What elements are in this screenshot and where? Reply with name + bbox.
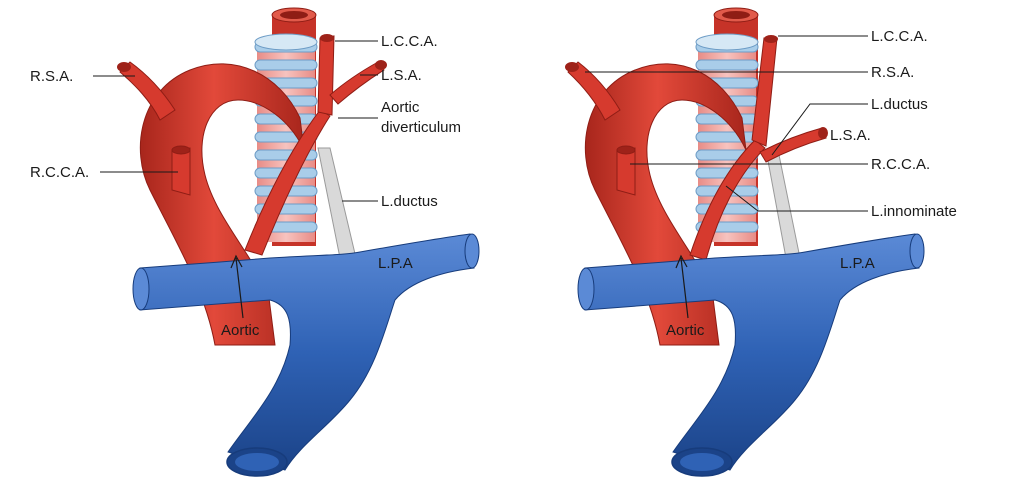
right-panel: L.C.C.A. R.S.A. L.ductus L.S.A. R.C.C.A.…: [565, 8, 957, 476]
label-rsa: R.S.A.: [871, 64, 914, 81]
label-aortic: Aortic: [666, 322, 705, 339]
label-lsa: L.S.A.: [830, 127, 871, 144]
label-ductus: L.ductus: [381, 193, 438, 210]
left-panel: R.S.A. L.C.C.A. L.S.A. Aortic diverticul…: [30, 8, 479, 476]
label-lsa: L.S.A.: [381, 67, 422, 84]
label-lpa: L.P.A: [378, 255, 413, 272]
label-lpa: L.P.A: [840, 255, 875, 272]
label-aortic-diverticulum-2: diverticulum: [381, 119, 461, 136]
ductus-ligament: [766, 150, 800, 258]
label-lcca: L.C.C.A.: [381, 33, 438, 50]
ductus-ligament: [318, 148, 356, 258]
label-aortic-diverticulum-1: Aortic: [381, 99, 420, 116]
label-lcca: L.C.C.A.: [871, 28, 928, 45]
label-aortic: Aortic: [221, 322, 260, 339]
label-rcca: R.C.C.A.: [30, 164, 89, 181]
label-ductus: L.ductus: [871, 96, 928, 113]
label-rcca: R.C.C.A.: [871, 156, 930, 173]
label-rsa: R.S.A.: [30, 68, 73, 85]
label-innominate: L.innominate: [871, 203, 957, 220]
pulmonary-arteries: [133, 234, 479, 476]
trachea: [696, 34, 758, 242]
